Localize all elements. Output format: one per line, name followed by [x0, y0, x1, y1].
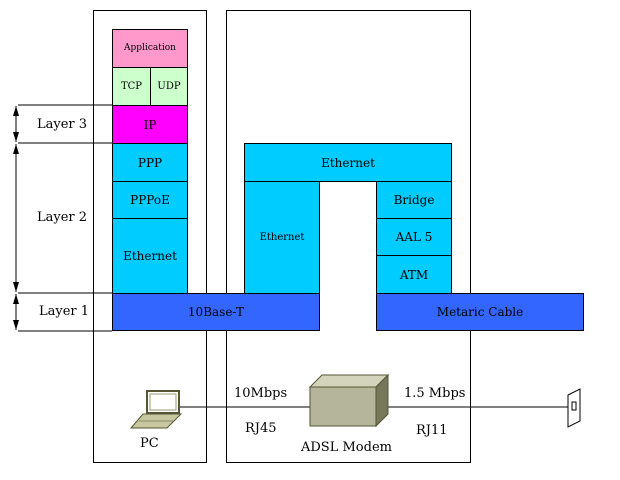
- modem-label: ADSL Modem: [301, 440, 392, 455]
- pc-speed-label: 10Mbps: [234, 386, 288, 401]
- ip-layer: IP: [112, 105, 188, 144]
- modem-ethernet-top: Ethernet: [244, 143, 452, 182]
- pc-ethernet-layer: Ethernet: [112, 218, 188, 294]
- layer3-arrow: [13, 106, 19, 142]
- metaric-cable-layer: Metaric Cable: [376, 293, 584, 331]
- modem-panel: [226, 10, 471, 463]
- pc-panel: [93, 10, 207, 463]
- rj11-label: RJ11: [416, 423, 448, 438]
- laptop-icon: [129, 390, 183, 429]
- line-speed-label: 1.5 Mbps: [404, 386, 466, 401]
- ppp-layer: PPP: [112, 143, 188, 182]
- bridge-layer: Bridge: [376, 181, 452, 219]
- layer3-label: Layer 3: [37, 117, 88, 132]
- modem-box-icon: [308, 373, 390, 428]
- layer1-arrow: [13, 294, 19, 330]
- modem-ethernet-left: Ethernet: [244, 181, 320, 294]
- rj45-label: RJ45: [245, 421, 277, 436]
- layer1-label: Layer 1: [39, 304, 90, 319]
- pppoe-layer: PPPoE: [112, 181, 188, 219]
- wall-jack-icon: [567, 388, 581, 428]
- application-layer: Application: [112, 29, 188, 68]
- aal5-layer: AAL 5: [376, 218, 452, 256]
- layer2-label: Layer 2: [37, 210, 88, 225]
- layer2-arrow: [13, 144, 19, 292]
- atm-layer: ATM: [376, 255, 452, 294]
- pc-label: PC: [140, 436, 159, 451]
- tcp-layer: TCP: [112, 67, 151, 106]
- 10base-t-layer: 10Base-T: [112, 293, 320, 331]
- udp-layer: UDP: [150, 67, 188, 106]
